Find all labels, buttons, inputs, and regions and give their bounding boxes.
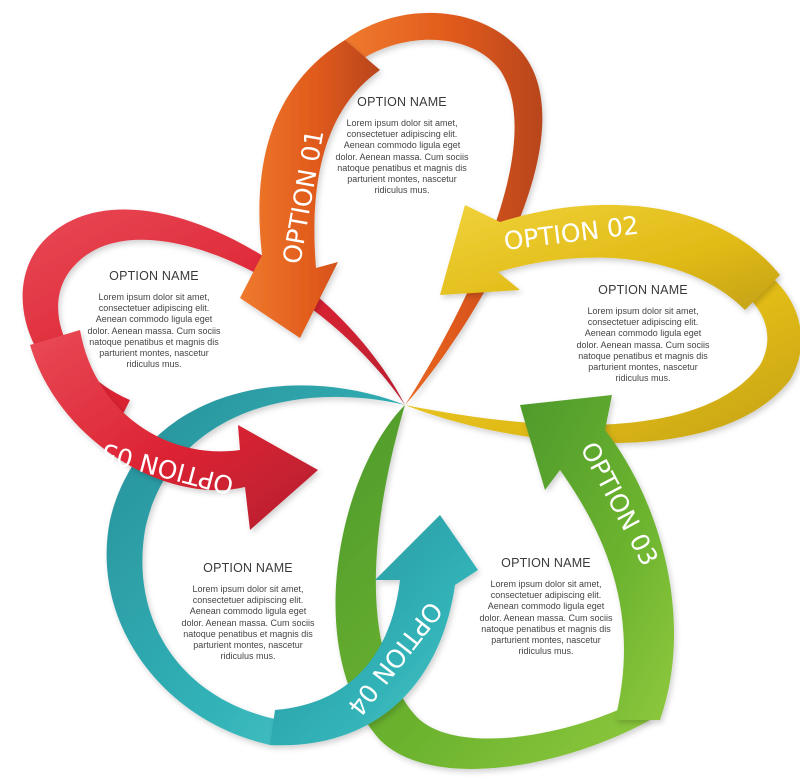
- ribbon-option-02-arrow: [440, 204, 780, 310]
- option-description: Lorem ipsum dolor sit amet, consectetuer…: [181, 584, 315, 662]
- option-name: OPTION NAME: [598, 283, 688, 297]
- option-description: Lorem ipsum dolor sit amet, consectetuer…: [335, 118, 469, 196]
- ribbon-option-05-arrow: [30, 330, 318, 530]
- ribbon-option-04-arrow: [270, 515, 478, 746]
- option-block-02: OPTION NAME Lorem ipsum dolor sit amet, …: [563, 283, 723, 384]
- option-name: OPTION NAME: [203, 561, 293, 575]
- option-block-01: OPTION NAME Lorem ipsum dolor sit amet, …: [322, 95, 482, 196]
- option-block-05: OPTION NAME Lorem ipsum dolor sit amet, …: [74, 269, 234, 370]
- ribbon-option-03-arrow: [520, 395, 675, 720]
- option-block-04: OPTION NAME Lorem ipsum dolor sit amet, …: [168, 561, 328, 662]
- option-name: OPTION NAME: [501, 556, 591, 570]
- option-block-03: OPTION NAME Lorem ipsum dolor sit amet, …: [466, 556, 626, 657]
- option-name: OPTION NAME: [357, 95, 447, 109]
- ribbon-option-01-arrow: [240, 40, 380, 338]
- option-description: Lorem ipsum dolor sit amet, consectetuer…: [87, 292, 221, 370]
- ribbon-option-03-loop: [335, 405, 650, 769]
- option-description: Lorem ipsum dolor sit amet, consectetuer…: [479, 579, 613, 657]
- option-description: Lorem ipsum dolor sit amet, consectetuer…: [576, 306, 710, 384]
- ribbon-option-05-loop: [22, 209, 406, 420]
- ribbon-option-01-loop: [345, 12, 543, 406]
- option-name: OPTION NAME: [109, 269, 199, 283]
